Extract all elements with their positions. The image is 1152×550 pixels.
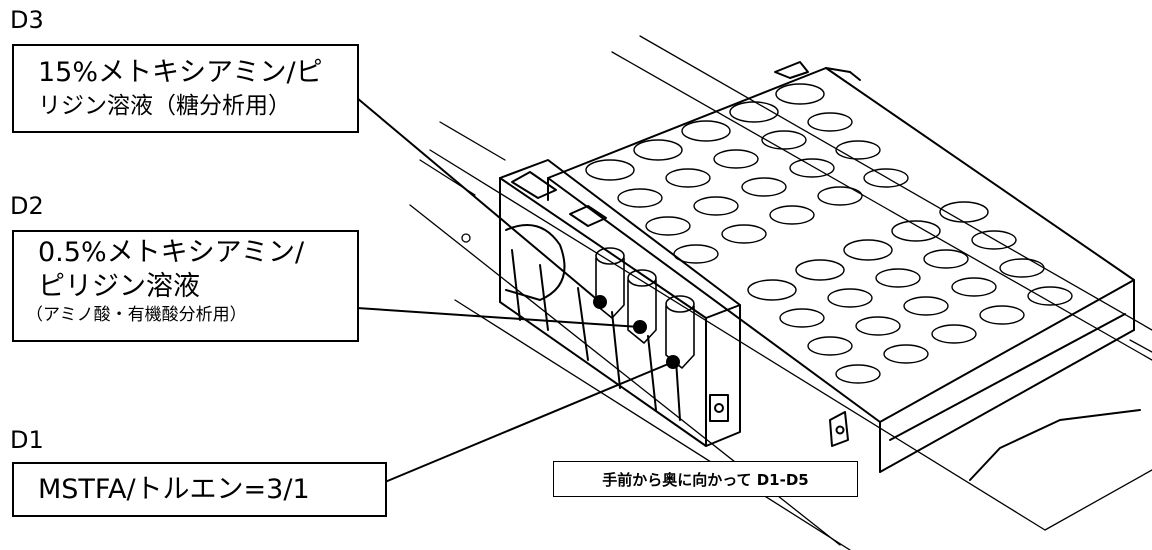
leader-line-d3: [356, 97, 601, 303]
slot-id-d1: D1: [10, 426, 44, 454]
vial-marker-d2: [633, 320, 647, 334]
label-box-d3: 15%メトキシアミン/ピ リジン溶液（糖分析用）: [12, 44, 359, 133]
tray-body: [547, 61, 1141, 481]
slot-id-d2: D2: [10, 192, 44, 220]
vial-marker-d1: [666, 355, 680, 369]
base-plate: [409, 35, 1152, 550]
label-box-d1: MSTFA/トルエン=3/1: [12, 462, 387, 517]
label-d2-line2: ピリジン溶液: [38, 271, 200, 302]
leader-lines: [356, 97, 674, 483]
label-d2-line3: （アミノ酸・有機酸分析用）: [26, 305, 247, 325]
vial-holder-block: [499, 159, 741, 447]
tray-holes: [585, 83, 1073, 384]
leader-line-d2: [356, 307, 641, 328]
label-box-d2: 0.5%メトキシアミン/ ピリジン溶液 （アミノ酸・有機酸分析用）: [12, 230, 359, 342]
label-d1-line1: MSTFA/トルエン=3/1: [38, 474, 310, 505]
note-box: 手前から奥に向かって D1-D5: [553, 461, 858, 497]
vials: [595, 247, 695, 369]
vial-marker-d3: [593, 295, 607, 309]
vial-markers: [593, 295, 680, 369]
slot-id-d3: D3: [10, 6, 44, 34]
label-d2-line1: 0.5%メトキシアミン/: [38, 237, 305, 268]
label-d3-line1: 15%メトキシアミン/ピ: [38, 57, 323, 88]
leader-line-d1: [384, 361, 674, 483]
label-d3-line2: リジン溶液（糖分析用）: [38, 93, 291, 119]
